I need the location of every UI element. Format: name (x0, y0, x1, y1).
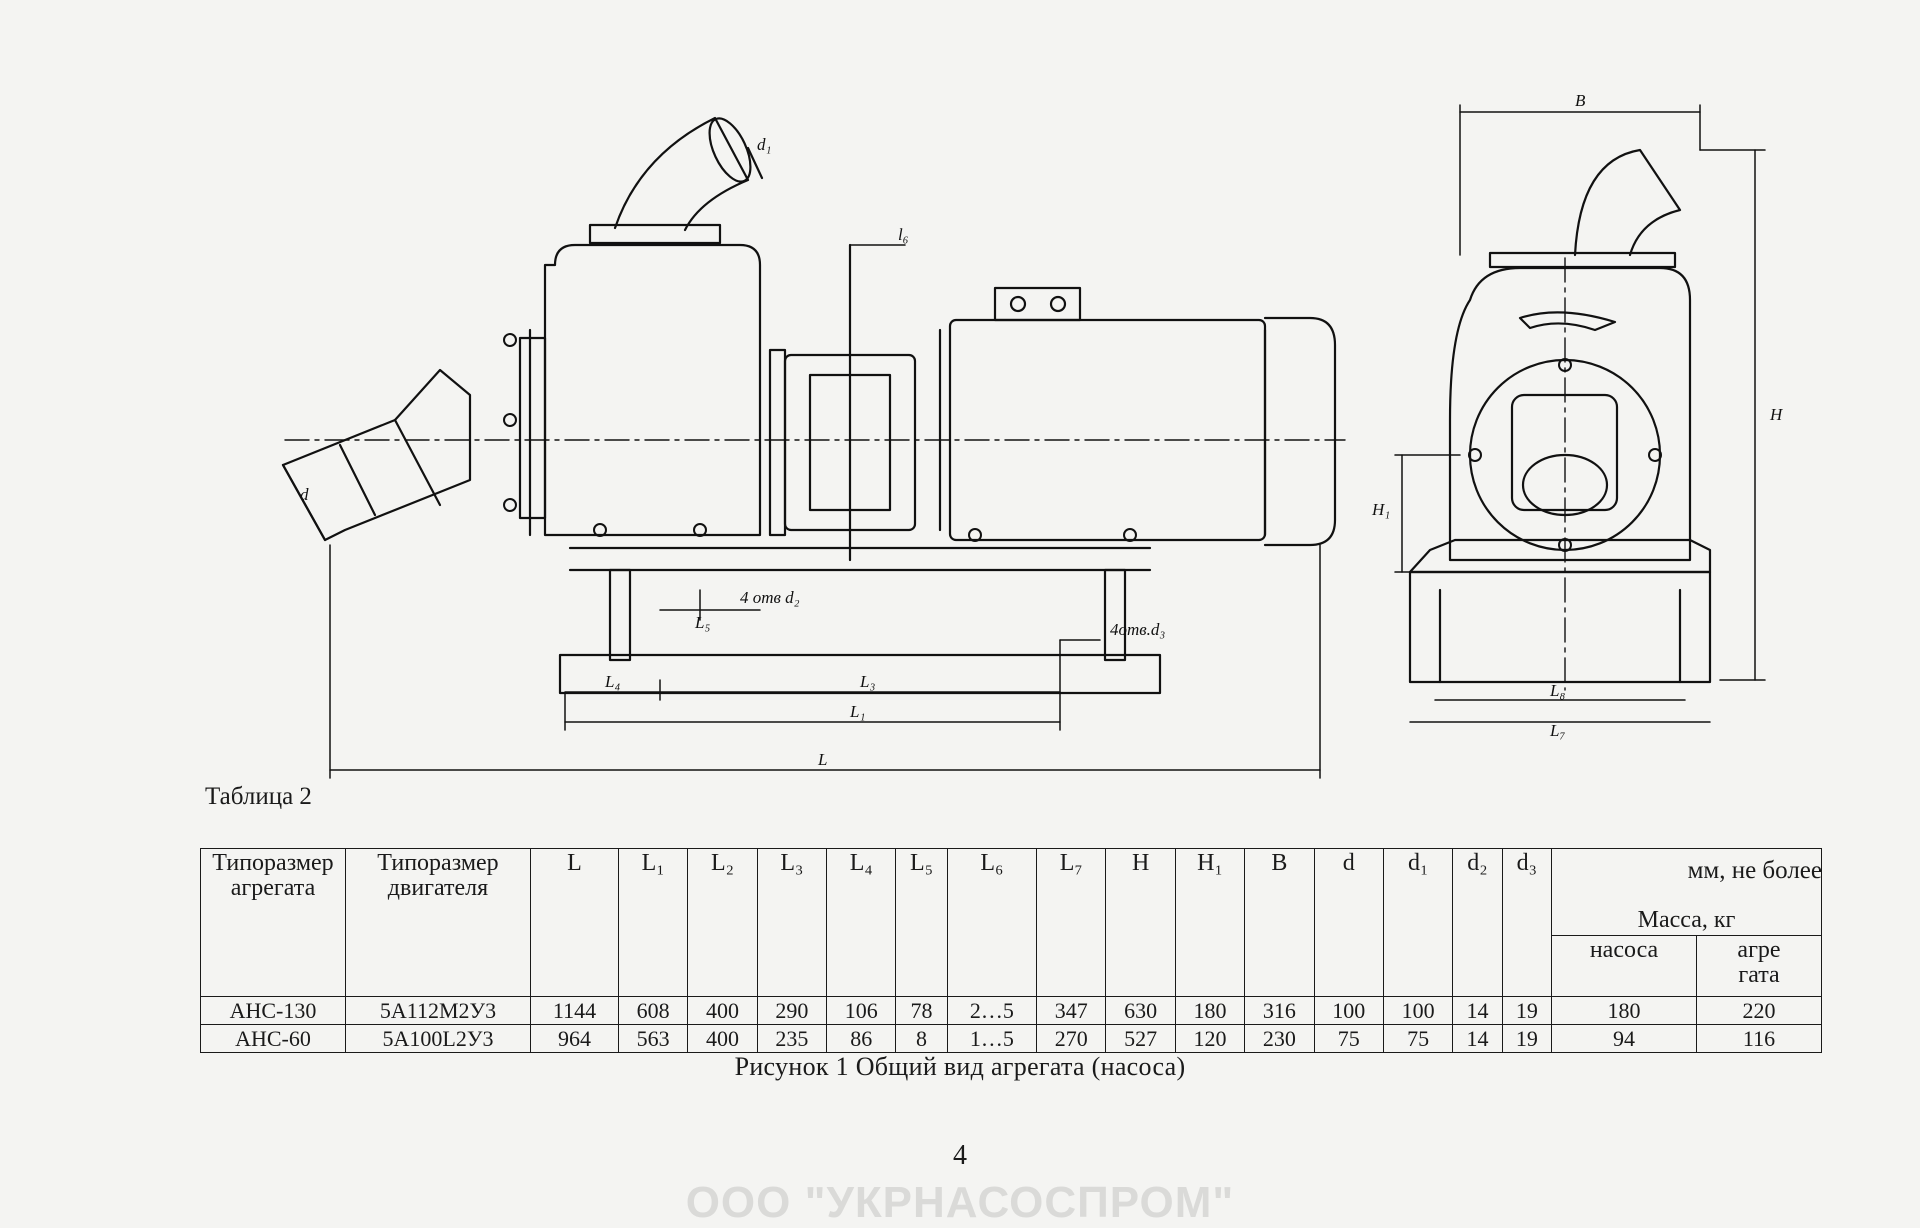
cell-value: 120 (1174, 1024, 1246, 1054)
header-dim: d₂ (1452, 848, 1503, 997)
cell-value: 1144 (530, 995, 619, 1026)
cell-value: 75 (1382, 1024, 1454, 1054)
header-dim: L₄ (826, 848, 897, 997)
cell-value: 1…5 (946, 1024, 1038, 1054)
figure-caption: Рисунок 1 Общий вид агрегата (насоса) (734, 1052, 1186, 1081)
cell-value: 180 (1174, 995, 1246, 1026)
header-dim: L₃ (756, 848, 828, 997)
cell-value: 86 (826, 1024, 897, 1054)
header-dim: d₃ (1501, 848, 1553, 997)
cell-agg: АНС-60 (200, 1024, 346, 1054)
dim-label-b: B (1575, 91, 1586, 110)
cell-value: 630 (1105, 995, 1176, 1026)
table-caption: Таблица 2 (205, 783, 312, 810)
table-subheader-row: насоса агре гата (201, 935, 1822, 997)
motor-outline (948, 318, 1267, 542)
dim-label-l7: L₇ (1549, 721, 1565, 740)
cell-engine: 5А112М2У3 (345, 995, 531, 1026)
cell-mass-pump: 180 (1551, 995, 1697, 1026)
cell-value: 230 (1244, 1024, 1315, 1054)
cell-mass-unit: 116 (1696, 1024, 1822, 1054)
cell-value: 8 (895, 1024, 948, 1054)
front-casing-outline (1448, 266, 1692, 562)
cell-value: 2…5 (946, 995, 1038, 1026)
page-number: 4 (953, 1140, 967, 1171)
header-dim: L₇ (1036, 848, 1107, 997)
dim-label-d1: d₁ (757, 135, 771, 154)
header-mass-unit: агре гата (1696, 935, 1822, 997)
cell-value: 608 (617, 995, 689, 1026)
dim-label-h1: H₁ (1371, 500, 1390, 519)
cell-value: 19 (1501, 1024, 1553, 1054)
dim-label-l4: L₄ (604, 672, 620, 691)
dim-label-l: L (817, 750, 827, 769)
table-row: АНС-60 5А100L2У3 964 563 400 235 86 8 1…… (200, 1024, 1822, 1054)
dim-label-l1: L₁ (849, 702, 865, 721)
cell-value: 290 (756, 995, 828, 1026)
cell-engine: 5А100L2У3 (345, 1024, 531, 1054)
cell-value: 19 (1501, 995, 1553, 1026)
cell-agg: АНС-130 (200, 995, 346, 1026)
cell-value: 347 (1036, 995, 1107, 1026)
dim-label-l6: l₆ (898, 225, 909, 244)
header-dim: L (530, 848, 619, 997)
header-dim: H₁ (1174, 848, 1246, 997)
front-discharge-elbow (1573, 148, 1682, 257)
cell-value: 14 (1452, 1024, 1503, 1054)
dim-label-l3: L₃ (859, 672, 875, 691)
company-watermark: ООО "УКРНАСОСПРОМ" (685, 1178, 1235, 1227)
header-dim: L₆ (946, 848, 1038, 997)
table-row: АНС-130 5А112М2У3 1144 608 400 290 106 7… (200, 995, 1822, 1026)
pump-casing-outline (543, 243, 762, 537)
dim-label-l5: L₅ (694, 613, 710, 632)
dim-label-h: H (1769, 405, 1784, 424)
cell-value: 106 (826, 995, 897, 1026)
dim-label-d: d (300, 485, 309, 504)
cell-value: 100 (1382, 995, 1454, 1026)
cell-value: 78 (895, 995, 948, 1026)
cell-value: 100 (1313, 995, 1384, 1026)
discharge-elbow-outline (613, 116, 750, 232)
suction-pipe-outline (281, 368, 472, 542)
header-dim: L₅ (895, 848, 948, 997)
cell-value: 400 (687, 995, 758, 1026)
cell-value: 964 (530, 1024, 619, 1054)
drawing-dimension-labels: l₆ d₁ d 4 отв d₂ 4отв.d₃ L₅ L₄ L₃ L₁ L B… (300, 91, 1784, 769)
cell-value: 563 (617, 1024, 689, 1054)
cell-value: 400 (687, 1024, 758, 1054)
header-mass: Масса, кг (1551, 848, 1822, 936)
header-mass-pump: насоса (1551, 935, 1697, 997)
cell-value: 75 (1313, 1024, 1384, 1054)
header-dim: L₂ (687, 848, 758, 997)
cell-value: 270 (1036, 1024, 1107, 1054)
cell-value: 527 (1105, 1024, 1176, 1054)
cell-value: 316 (1244, 995, 1315, 1026)
specification-table: Типоразмер агрегата Типоразмер двигателя… (200, 848, 1822, 1054)
pump-assembly-drawing: l₆ d₁ d 4 отв d₂ 4отв.d₃ L₅ L₄ L₃ L₁ L B… (281, 91, 1784, 779)
header-dim: L₁ (617, 848, 689, 997)
header-dim: H (1105, 848, 1176, 997)
dim-label-l8: L₈ (1549, 681, 1565, 700)
header-dim: d (1313, 848, 1384, 997)
header-dim: B (1244, 848, 1315, 997)
table-header-row: Типоразмер агрегата Типоразмер двигателя… (200, 848, 1822, 997)
cell-mass-unit: 220 (1696, 995, 1822, 1026)
dim-label-holes-d3: 4отв.d₃ (1110, 620, 1165, 639)
cell-value: 14 (1452, 995, 1503, 1026)
cell-value: 235 (756, 1024, 828, 1054)
header-agg-size: Типоразмер агрегата (200, 848, 346, 997)
header-dim: d₁ (1382, 848, 1454, 997)
cell-mass-pump: 94 (1551, 1024, 1697, 1054)
header-engine-size: Типоразмер двигателя (345, 848, 531, 997)
dim-label-holes-d2: 4 отв d₂ (740, 588, 800, 607)
